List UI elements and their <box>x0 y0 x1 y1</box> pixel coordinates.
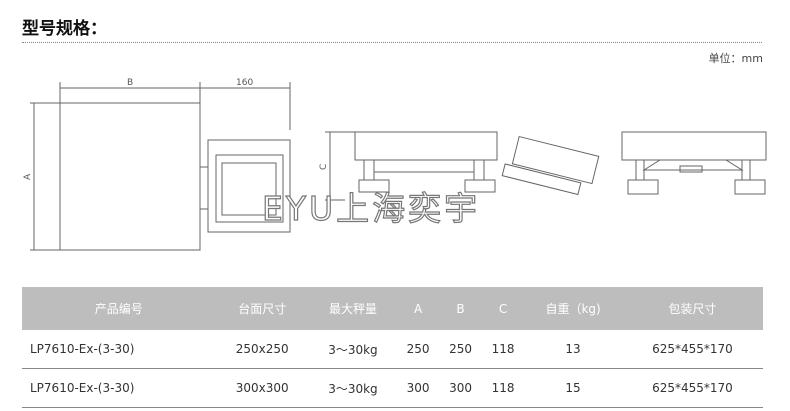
cell: 3～30kg <box>309 330 397 369</box>
header-cell: 最大秤量 <box>309 287 397 330</box>
table-header-row: 产品编号 台面尺寸 最大秤量 A B C 自重（kg) 包装尺寸 <box>22 287 763 330</box>
watermark: EYU上海奕宇 <box>262 189 480 228</box>
dim-c-label: C <box>319 164 329 170</box>
header-cell: A <box>396 287 440 330</box>
cell: 250x250 <box>215 330 310 369</box>
section-title: 型号规格： <box>22 19 107 39</box>
cell: 15 <box>524 368 622 408</box>
header-cell: 自重（kg) <box>524 287 622 330</box>
dim-160-label: 160 <box>236 78 253 88</box>
cell: 300x300 <box>215 368 310 408</box>
cell: 300 <box>439 368 482 408</box>
header-cell: B <box>439 287 482 330</box>
cell: 13 <box>524 330 622 369</box>
cell: 118 <box>481 368 525 408</box>
cell: 118 <box>481 330 525 369</box>
divider <box>22 42 762 43</box>
cell: LP7610-Ex-(3-30) <box>22 330 216 369</box>
cell: 625*455*170 <box>621 330 763 369</box>
table-row: LP7610-Ex-(3-30) 250x250 3～30kg 250 250 … <box>22 330 763 369</box>
table-row: LP7610-Ex-(3-30) 300x300 3～30kg 300 300 … <box>22 368 763 408</box>
dimension-drawing: B 160 A C EYU上海奕宇 <box>23 78 767 251</box>
dim-b-label: B <box>127 78 133 88</box>
spec-table: 产品编号 台面尺寸 最大秤量 A B C 自重（kg) 包装尺寸 LP7610-… <box>22 287 763 408</box>
header-cell: 台面尺寸 <box>215 287 310 330</box>
header-cell: 产品编号 <box>22 287 216 330</box>
header-cell: C <box>481 287 525 330</box>
side-view: C <box>319 131 600 201</box>
cell: 250 <box>439 330 482 369</box>
cell: LP7610-Ex-(3-30) <box>22 368 216 408</box>
top-view: B 160 A <box>23 78 291 251</box>
cell: 625*455*170 <box>621 368 763 408</box>
cell: 300 <box>396 368 440 408</box>
cell: 3～30kg <box>309 368 397 408</box>
front-view <box>621 131 767 195</box>
cell: 250 <box>396 330 440 369</box>
unit-label: 单位：mm <box>708 52 763 65</box>
dim-a-label: A <box>23 173 33 180</box>
header-cell: 包装尺寸 <box>621 287 763 330</box>
